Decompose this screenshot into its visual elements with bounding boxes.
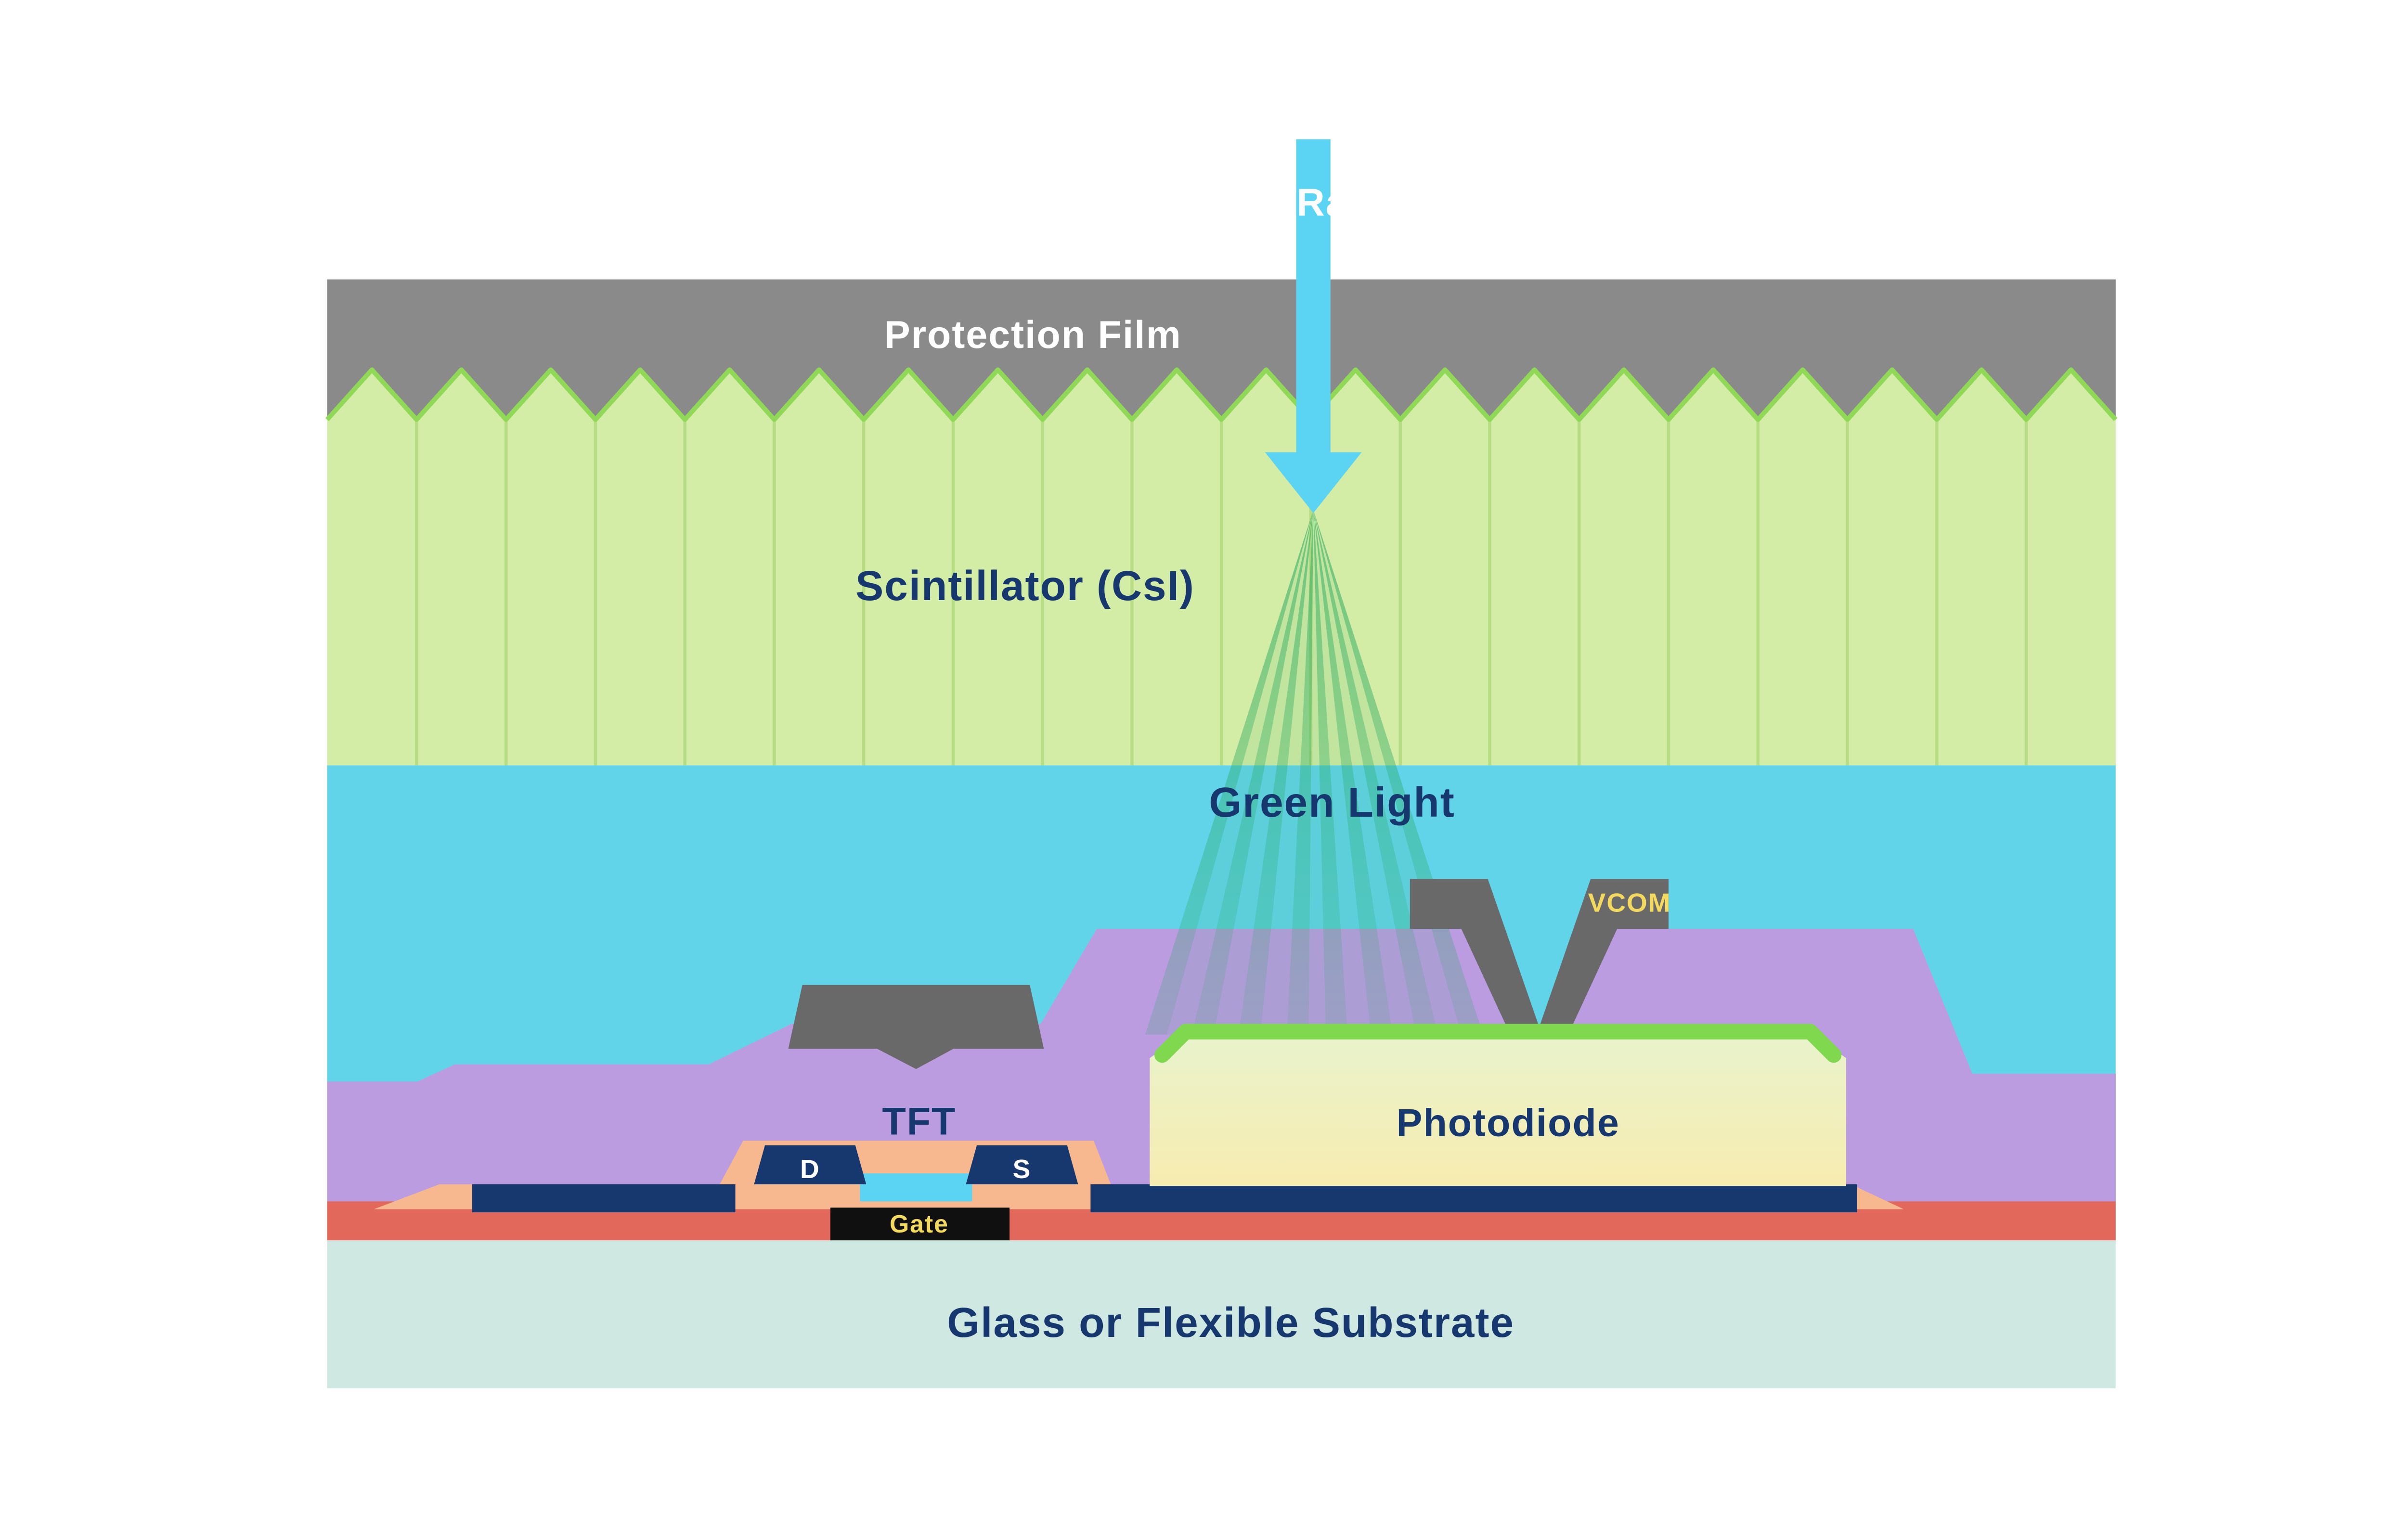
gate-label: Gate (890, 1210, 949, 1238)
protection-film-layer (327, 279, 2116, 420)
xray-arrow-head (1265, 452, 1362, 513)
source-electrode (966, 1145, 1078, 1184)
gate-electrode (830, 1207, 1010, 1241)
photodiode-label: Photodiode (1397, 1102, 1620, 1145)
substrate-layer (327, 1240, 2116, 1388)
substrate-label: Glass or Flexible Substrate (947, 1299, 1514, 1346)
drain-electrode (754, 1145, 867, 1184)
xray-arrow-shaft (1296, 139, 1331, 456)
xray-label: X-Ray (1256, 181, 1371, 224)
electrode-bar-right (1090, 1184, 1857, 1213)
photodiode-body (1150, 1036, 1846, 1186)
source-label: S (1013, 1154, 1032, 1184)
green-ray (1238, 510, 1314, 1035)
scintillator-label: Scintillator (CsI) (855, 562, 1195, 609)
tft-channel (860, 1173, 972, 1202)
tft-label: TFT (882, 1100, 956, 1143)
vcom-electrode (1410, 879, 1669, 1097)
electrode-bar-left (472, 1184, 736, 1213)
protection-film-label: Protection Film (884, 313, 1182, 357)
green-ray (1313, 510, 1348, 1035)
green-ray (1313, 510, 1438, 1035)
vcom-label: VCOM (1588, 887, 1671, 917)
green-ray (1313, 510, 1393, 1035)
photodiode-top-contact (1154, 1024, 1842, 1063)
drain-label: D (800, 1154, 820, 1184)
green-ray (1191, 510, 1314, 1035)
scintillator-needle-tips-edge (325, 367, 2118, 422)
green-light-label: Green Light (1209, 779, 1455, 826)
gray-block-left (788, 985, 1044, 1069)
